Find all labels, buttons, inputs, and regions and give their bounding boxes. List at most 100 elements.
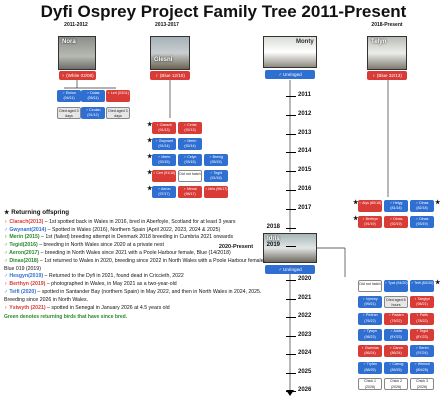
chick-box: ♂ Wennol (8N/25) [410, 361, 434, 374]
legend-bird-note: – Returned to the Dyfi in 2021, found de… [43, 273, 184, 280]
chick-box: ♀ Ceri (91/16) [152, 170, 176, 182]
legend-row: ♂ Tegid(2016) – breeding in North Wales … [4, 242, 274, 250]
chick-box: ♂ Gwynant (91/14) [152, 138, 176, 150]
chick-box: ♂ Vyrnwy (99/21) [358, 296, 382, 309]
returning-star-icon: ★ [435, 200, 441, 206]
timeline-tick [286, 298, 296, 300]
timeline-tick [286, 246, 296, 248]
legend-footer: Green denotes returning birds that have … [4, 314, 128, 321]
legend-bird-note: – 1st (failed) breeding attempt in Denma… [39, 234, 234, 241]
chick-box: ♀ Cerist (92/13) [178, 122, 202, 134]
timeline-tick [286, 372, 296, 374]
telyn-name: Telyn [371, 39, 387, 45]
monty-photo: Monty [263, 36, 317, 68]
chick-box: Did not hatch [358, 280, 382, 292]
legend-row: ♀ Clarach(2013) – 1st spotted back in Wa… [4, 219, 274, 227]
idris-label: ♂ Unringed [265, 265, 315, 274]
legend-bird-name: ♂ Tegid(2016) [4, 242, 38, 249]
legend-bird-name: ♂ Teifi (2020) [4, 288, 37, 295]
timeline-year: 2023 [298, 331, 312, 338]
legend-row: ♂ Hesgyn(2019) – Returned to the Dyfi in… [4, 273, 274, 281]
legend-bird-note: – Spotted in Wales (2016), Northern Spai… [46, 226, 221, 233]
legend-bird-note: – spotted in Santander Bay (northern Spa… [4, 288, 262, 303]
timeline-year: 2019 [266, 242, 280, 249]
returning-star-icon: ★ [353, 200, 359, 206]
legend: ★ Returning offspring ♀ Clarach(2013) – … [4, 209, 274, 322]
returning-star-icon: ★ [147, 154, 153, 160]
timeline-tick [286, 391, 296, 392]
timeline-tick [286, 208, 296, 210]
chick-box: ♀ Clarach (91/13) [152, 122, 176, 134]
legend-bird-note: – photographed in Wales, in May 2021 as … [45, 281, 177, 288]
chick-box: ♀ Taeglyn (98/21) [410, 296, 434, 309]
timeline-tick [286, 152, 296, 154]
chick-box: ♂ Adda (9Y/23) [384, 328, 408, 341]
returning-star-icon: ★ [147, 170, 153, 176]
timeline-year: 2025 [298, 368, 312, 375]
timeline-tick [286, 335, 296, 337]
chick-box: ♂ Tryfan (88/25) [358, 361, 382, 374]
chick-box: ♂ Dulas (05/11) [81, 90, 105, 102]
timeline-tick [286, 171, 296, 173]
glesni-label: ♀ (Blue 12/10) [150, 71, 190, 80]
timeline-year: 2017 [298, 204, 312, 211]
legend-bird-name: ♂ Dinas(2018) [4, 257, 39, 264]
returning-star-icon: ★ [147, 122, 153, 128]
idris-name: Idris [267, 236, 280, 242]
timeline-year: 2011 [298, 92, 312, 98]
legend-bird-note: – spotted in Senegal in January 2026 at … [45, 304, 170, 311]
monty-name: Monty [296, 39, 314, 45]
timeline-year: 2022 [298, 313, 312, 319]
chick-box: ♂ Teifi (8X/20) [410, 280, 434, 292]
nora-name: Nora [62, 39, 76, 45]
period-nora: 2011-2012 [64, 22, 88, 28]
chick-box: ♂ Dinas (93/19) [410, 216, 434, 228]
chick-box: ♀ Idris (96/17) [204, 186, 228, 198]
chick-box: ♀ Tegid (8Y/23) [410, 328, 434, 341]
chick-box: ♂ Helyg (81/18) [384, 200, 408, 212]
timeline-tick [286, 317, 296, 318]
legend-bird-name: ♂ Aeron(2017) [4, 249, 40, 256]
legend-row: ♀ Berthyn (2019) – photographed in Wales… [4, 281, 274, 289]
chick-box: ♀ Gwenlas (86/24) [358, 345, 382, 358]
timeline-tick [286, 133, 296, 135]
chick-box: ♂ Pedran (76/22) [358, 312, 382, 325]
legend-heading: ★ Returning offspring [4, 209, 70, 216]
timeline-year: 2026 [298, 387, 312, 393]
chick-box: ♀ Berthyn (91/19) [358, 216, 382, 228]
chick-box: ♀ Padarn (79/22) [384, 312, 408, 325]
timeline-year: 2014 [298, 148, 312, 155]
returning-star-icon: ★ [147, 186, 153, 192]
legend-bird-name: ♀ Merin (2015) [4, 234, 40, 241]
legend-row: ♂ Teifi (2020) – spotted in Santander Ba… [4, 289, 274, 305]
nora-photo: Nora [58, 36, 96, 70]
chick-box: Died aged 6 hours [384, 296, 408, 309]
timeline-tick [286, 114, 296, 116]
returning-star-icon: ★ [147, 138, 153, 144]
timeline-tick [286, 96, 296, 97]
chick-box: ♂ Tywi (94/20) [384, 280, 408, 292]
chick-box: ♂ Brenig (95/15) [204, 154, 228, 166]
chick-box: ♂ Celyn (93/15) [178, 154, 202, 166]
chick-box: ♂ Einion (04/11) [57, 90, 81, 102]
timeline-year: 2020 [298, 276, 312, 282]
chick-box: ♂ Seren (97/24) [410, 345, 434, 358]
chick-box: ♀ Paith (78/22) [410, 312, 434, 325]
chick-box: Chick 3 (2026) [410, 377, 434, 390]
legend-bird-note: – breeding in North Wales since 2021 wit… [39, 249, 231, 256]
legend-bird-name: ♀ Ystwyth (2021) [4, 304, 46, 311]
chick-box: ♂ Tywyn (98/23) [358, 328, 382, 341]
timeline-year: 2015 [298, 167, 312, 174]
chick-box: ♀ Caron (86/24) [384, 345, 408, 358]
returning-star-icon: ★ [435, 280, 441, 286]
page-title: Dyfi Osprey Project Family Tree 2011-Pre… [40, 2, 407, 21]
timeline-year: 2012 [298, 110, 312, 117]
period-glesni: 2013-2017 [155, 22, 179, 28]
legend-bird-note: – 1st returned to Wales in 2020, breedin… [4, 257, 266, 272]
chick-box: ♀ Alys (80/18) [358, 200, 382, 212]
chick-box: ♀ Dinas (92/19) [384, 216, 408, 228]
legend-row: ♀ Ystwyth (2021) – spotted in Senegal in… [4, 305, 274, 313]
chick-box: ♀ Menai (98/17) [178, 186, 202, 198]
timeline-year: 2024 [298, 350, 312, 356]
